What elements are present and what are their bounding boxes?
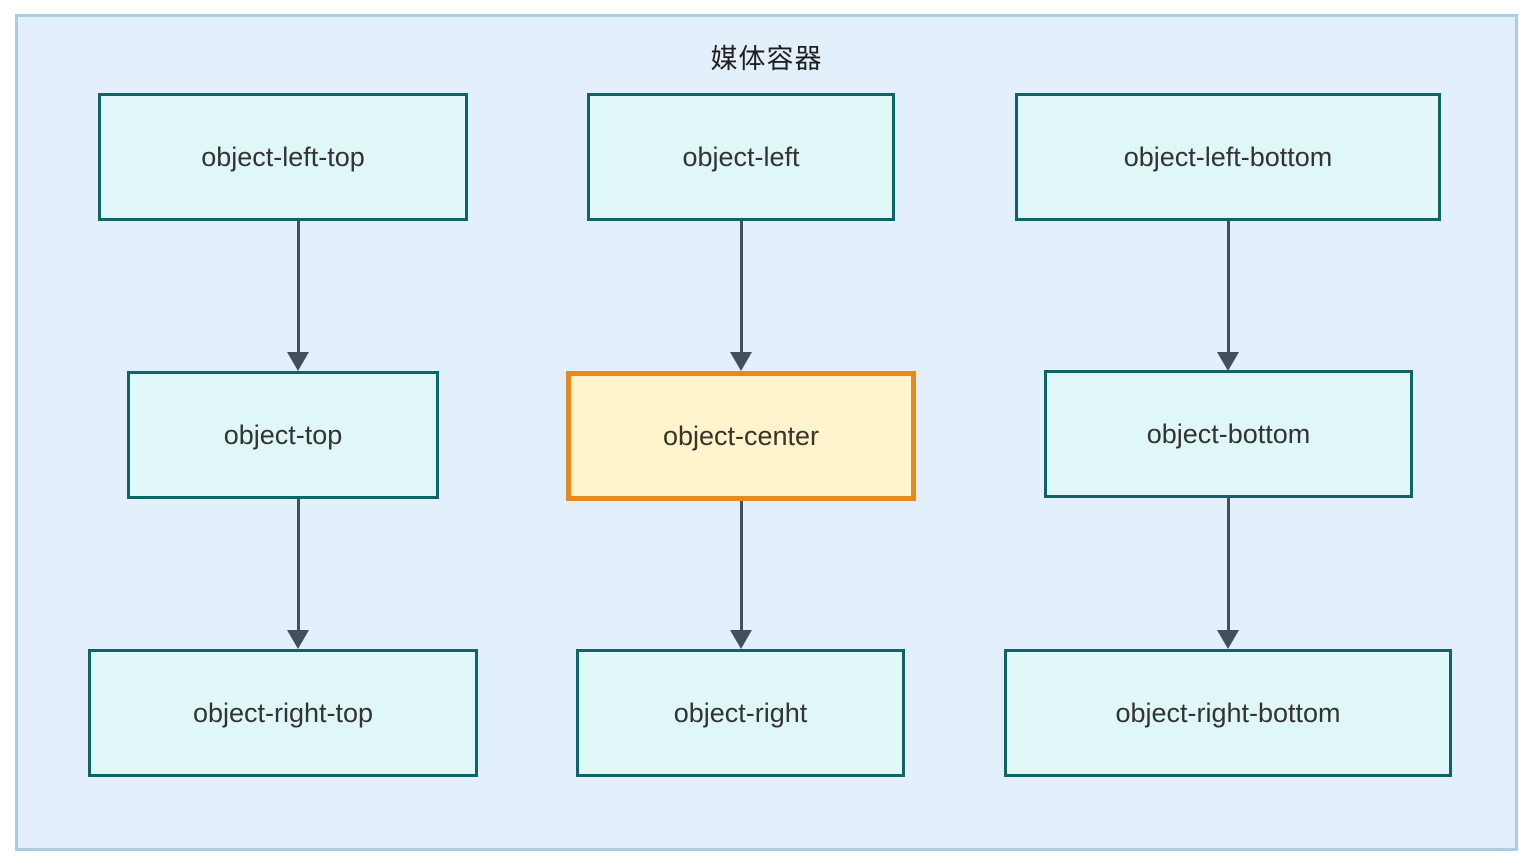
- arrow-head-icon: [287, 630, 309, 649]
- arrow-object-top-to-object-right-top: [272, 499, 324, 649]
- arrow-head-icon: [730, 352, 752, 371]
- node-label: object-left: [682, 141, 800, 172]
- arrow-head-icon: [287, 352, 309, 371]
- arrow-object-left-top-to-object-top: [272, 221, 324, 371]
- arrow-object-left-to-object-center: [715, 221, 767, 371]
- arrow-line: [1226, 221, 1230, 353]
- node-object-right-bottom[interactable]: object-right-bottom: [1004, 649, 1452, 777]
- node-object-left-bottom[interactable]: object-left-bottom: [1015, 93, 1441, 221]
- node-object-center[interactable]: object-center: [566, 371, 916, 501]
- node-object-bottom[interactable]: object-bottom: [1044, 370, 1413, 498]
- node-object-right[interactable]: object-right: [576, 649, 905, 777]
- node-label: object-center: [662, 420, 820, 451]
- node-label: object-top: [223, 419, 343, 450]
- node-label: object-left-top: [201, 141, 365, 172]
- node-object-left[interactable]: object-left: [587, 93, 895, 221]
- arrow-object-left-bottom-to-object-bottom: [1202, 221, 1254, 371]
- node-object-left-top[interactable]: object-left-top: [98, 93, 468, 221]
- node-label: object-bottom: [1146, 418, 1311, 449]
- node-object-top[interactable]: object-top: [127, 371, 439, 499]
- node-label: object-right-bottom: [1115, 697, 1341, 728]
- node-label: object-right: [673, 697, 808, 728]
- node-object-right-top[interactable]: object-right-top: [88, 649, 478, 777]
- arrow-head-icon: [730, 630, 752, 649]
- arrow-line: [739, 501, 743, 631]
- node-label: object-left-bottom: [1123, 141, 1333, 172]
- arrow-head-icon: [1217, 630, 1239, 649]
- arrow-line: [1226, 498, 1230, 631]
- node-label: object-right-top: [192, 697, 374, 728]
- arrow-head-icon: [1217, 352, 1239, 371]
- container-title: 媒体容器: [710, 44, 823, 75]
- arrow-line: [739, 221, 743, 353]
- arrow-line: [296, 221, 300, 353]
- arrow-object-center-to-object-right: [715, 501, 767, 649]
- arrow-object-bottom-to-object-right-bottom: [1202, 498, 1254, 649]
- arrow-line: [296, 499, 300, 631]
- media-container: 媒体容器 object-left-top object-top object-r…: [15, 14, 1518, 851]
